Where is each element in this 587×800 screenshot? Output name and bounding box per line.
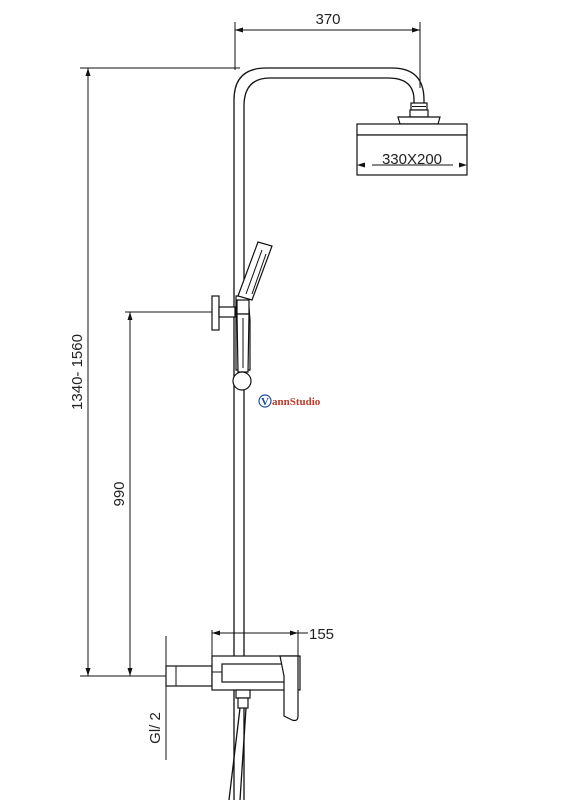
watermark-logo-letter: V [261,396,269,408]
inlet-thread-dimension: Gl/ 2 [147,636,167,760]
watermark-text: annStudio [272,396,321,408]
mixer-depth-dimension: 155 [211,626,334,664]
arm-length-dimension: 370 [234,11,421,88]
arm-length-label: 370 [315,11,340,28]
total-height-dimension: 1340- 1560 [69,67,240,677]
rain-shower-head: 330X200 [356,102,468,176]
total-height-label: 1340- 1560 [69,334,86,410]
riser-pipe [233,67,425,800]
bracket-height-dimension: 990 [111,311,215,676]
inlet-thread-label: Gl/ 2 [147,712,164,744]
head-size-label: 330X200 [382,151,442,168]
shower-hose [228,707,247,800]
mixer-valve [165,655,301,722]
bracket-height-label: 990 [111,481,128,506]
mixer-depth-label: 155 [309,626,334,643]
watermark: V annStudio [258,394,321,408]
hand-shower-slider [232,241,273,391]
